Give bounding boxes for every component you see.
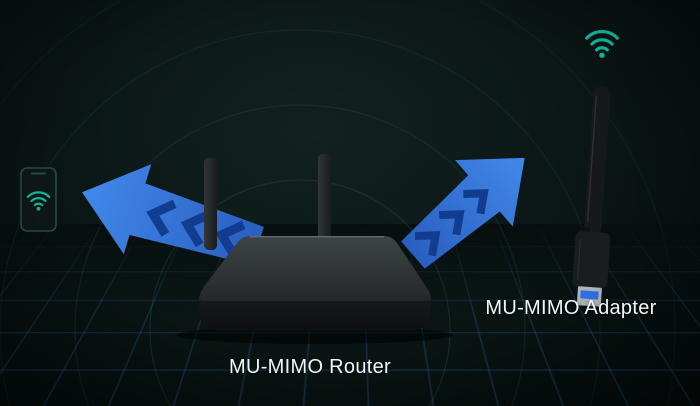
left-arrow-chevrons [146,199,246,258]
adapter-label: MU-MIMO Adapter [485,297,657,319]
signal-rings-decoration [0,0,676,406]
adapter-body [572,231,611,289]
adapter-usb-blue-tongue [580,290,599,300]
right-stream-arrow [401,157,525,269]
phone-speaker-slot [31,172,46,175]
phone-icon [20,167,57,232]
router-top-face [199,236,431,300]
adapter-icon [572,86,611,307]
right-arrow-chevrons [414,189,489,257]
adapter-wifi-icon [585,29,619,60]
router-front-face [199,300,431,331]
router-antenna-right [318,154,331,250]
router-antenna-left [204,158,217,250]
adapter-antenna-blade [584,86,611,237]
left-stream-arrow [82,164,264,266]
router-icon [177,154,453,344]
router-label: MU-MIMO Router [229,356,391,378]
